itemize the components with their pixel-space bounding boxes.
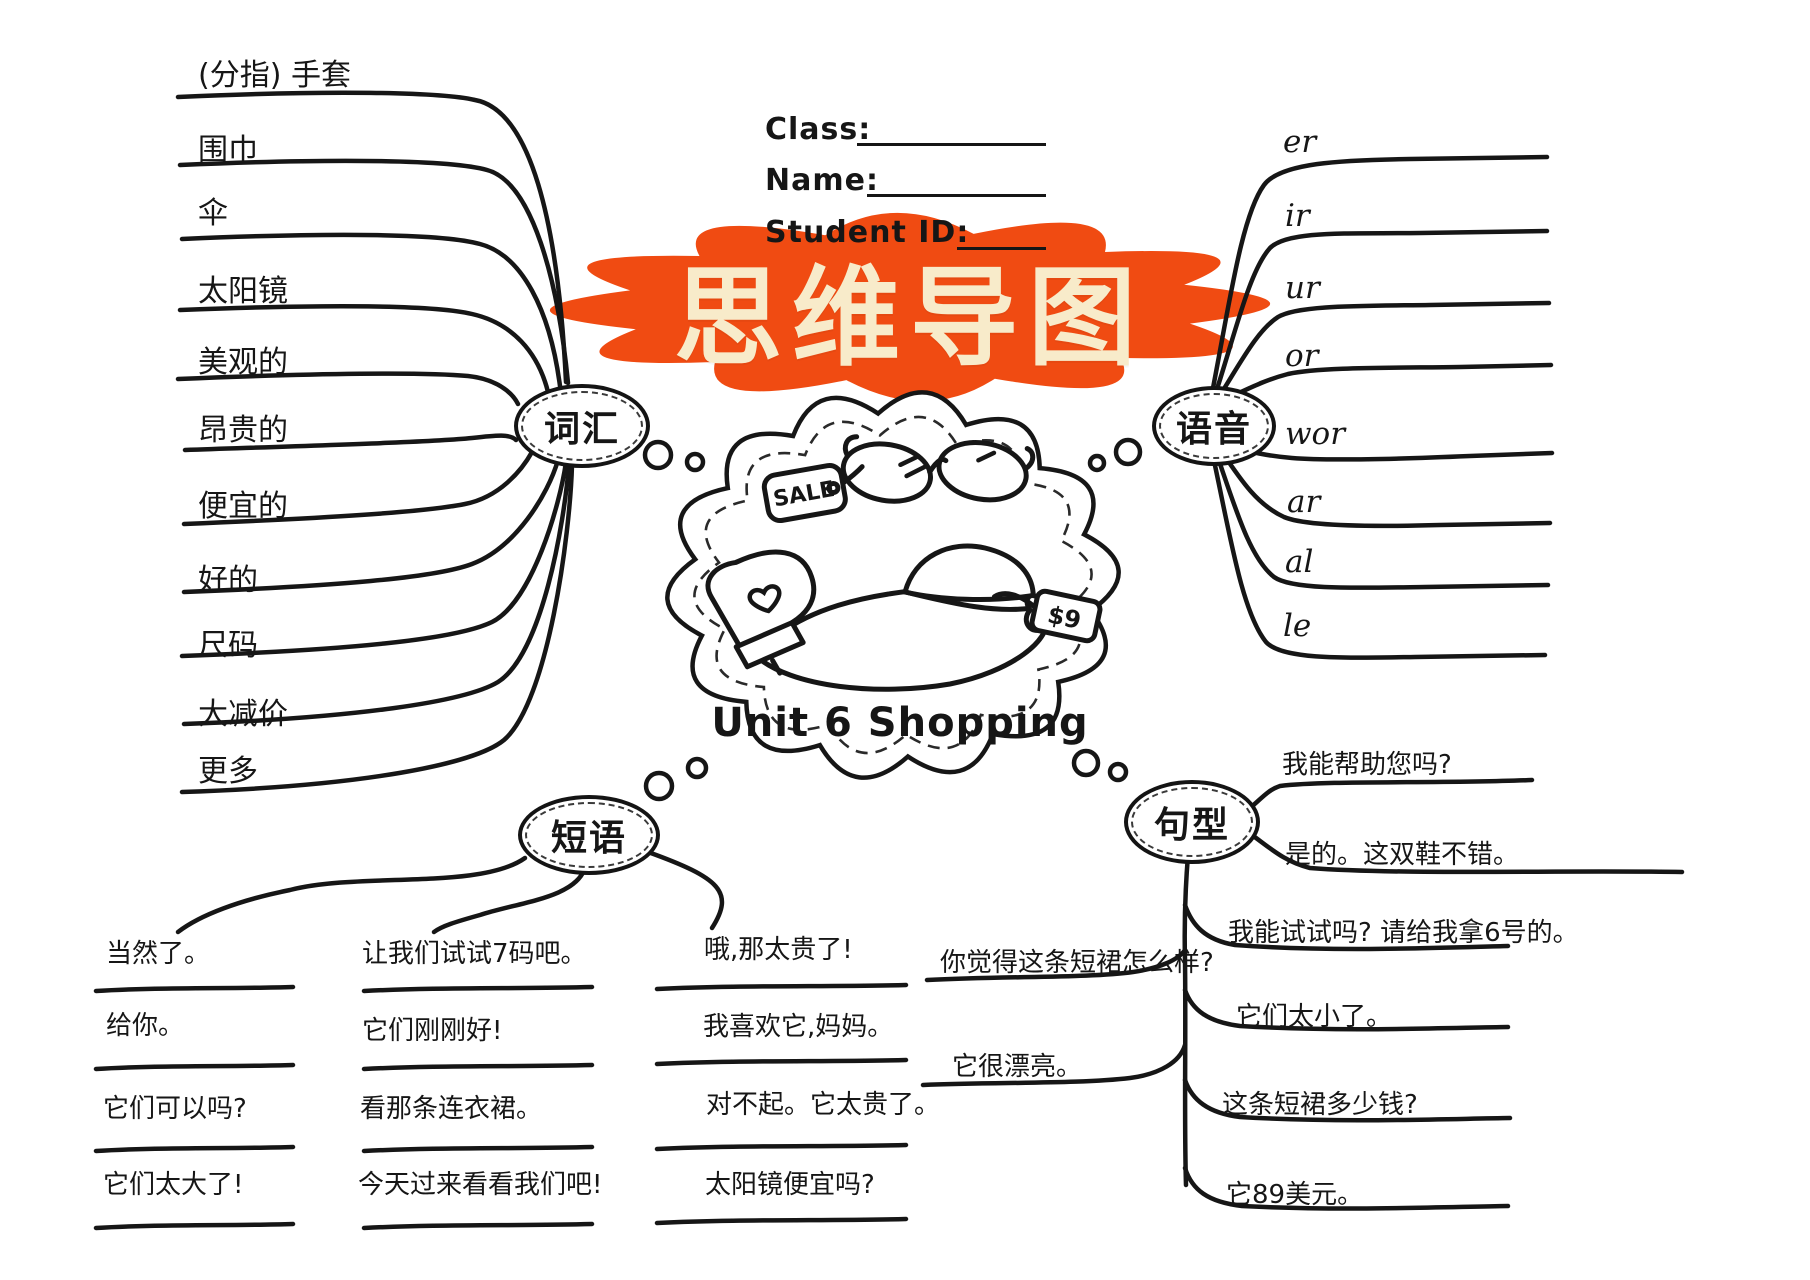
phrase-item: 让我们试试7码吧。	[362, 939, 587, 969]
sentence-item: 它们太小了。	[1236, 1002, 1393, 1032]
node-sentences-label: 句型	[1153, 805, 1230, 846]
node-vocabulary: 词汇	[514, 384, 650, 468]
page-title: 思维导图	[673, 256, 1146, 381]
price-tag-label: $9	[1045, 601, 1083, 635]
phonics-item: wor	[1285, 416, 1346, 452]
node-phonics: 语音	[1152, 386, 1276, 466]
vocabulary-branch-lines	[175, 90, 575, 795]
sentence-item: 这条短裙多少钱?	[1222, 1090, 1418, 1120]
phonics-branch-lines	[1210, 154, 1555, 660]
phrase-item: 太阳镜便宜吗?	[705, 1170, 875, 1200]
sentence-item: 它89美元。	[1226, 1180, 1364, 1210]
phonics-item: ir	[1285, 198, 1310, 234]
phrase-item: 对不起。它太贵了。	[706, 1090, 941, 1120]
phrase-item: 它们太大了!	[103, 1170, 244, 1200]
sunglasses-icon	[840, 434, 1036, 504]
student-id-label: Student ID:	[765, 215, 970, 250]
center-cloud-inner-dashes	[693, 415, 1093, 755]
vocab-item: (分指) 手套	[198, 58, 351, 93]
phonics-item: or	[1285, 338, 1319, 374]
sun-hat-icon	[752, 543, 1069, 692]
phonics-item: al	[1285, 544, 1314, 580]
vocab-item: 昂贵的	[198, 413, 288, 448]
student-id-input-line[interactable]	[957, 224, 1046, 250]
mitten-icon	[705, 549, 817, 676]
phrase-item: 给你。	[106, 1011, 185, 1041]
unit-title: Unit 6 Shopping	[711, 700, 1089, 746]
class-label: Class:	[765, 112, 872, 147]
phonics-item: le	[1283, 608, 1312, 644]
vocab-item: 便宜的	[198, 489, 288, 524]
vocab-item: 更多	[198, 754, 258, 789]
node-phrases-label: 短语	[550, 818, 627, 859]
vocab-item: 大减价	[198, 697, 288, 732]
phonics-item: ur	[1285, 270, 1320, 306]
phrase-item: 看那条连衣裙。	[360, 1094, 543, 1124]
vocab-item: 围巾	[198, 133, 258, 168]
node-sentences: 句型	[1124, 780, 1260, 864]
phonics-item: ar	[1287, 484, 1321, 520]
phonics-item: er	[1283, 124, 1317, 160]
sentence-item: 我能帮助您吗?	[1282, 750, 1452, 780]
phrase-item: 它们刚刚好!	[362, 1016, 503, 1046]
name-input-line[interactable]	[867, 171, 1046, 197]
phrase-item: 当然了。	[106, 939, 211, 969]
class-input-line[interactable]	[857, 120, 1046, 146]
vocab-item: 伞	[198, 196, 228, 231]
vocab-item: 好的	[198, 563, 258, 598]
phrase-item: 今天过来看看我们吧!	[358, 1170, 603, 1200]
sentence-item: 是的。这双鞋不错。	[1285, 840, 1520, 870]
vocab-item: 美观的	[198, 345, 288, 380]
phrase-item: 它们可以吗?	[103, 1094, 247, 1124]
node-phrases: 短语	[518, 795, 660, 875]
node-phonics-label: 语音	[1175, 409, 1252, 450]
node-vocabulary-label: 词汇	[543, 409, 620, 450]
title-cloud-shape	[549, 212, 1271, 402]
thought-bubbles	[642, 437, 1143, 802]
phrase-item: 哦,那太贵了!	[704, 935, 853, 965]
sale-tag-icon: SALE	[761, 462, 865, 524]
sentence-item: 它很漂亮。	[952, 1052, 1083, 1082]
price-tag-icon: $9	[991, 588, 1103, 644]
sentence-item: 你觉得这条短裙怎么样?	[940, 948, 1214, 978]
phrases-branch-lines	[93, 849, 909, 1231]
sentences-branch-lines	[920, 777, 1685, 1211]
phrase-item: 我喜欢它,妈妈。	[703, 1012, 894, 1042]
sentence-item: 我能试试吗? 请给我拿6号的。	[1228, 918, 1579, 948]
name-label: Name:	[765, 163, 879, 198]
vocab-item: 太阳镜	[198, 274, 288, 309]
vocab-item: 尺码	[198, 628, 258, 663]
